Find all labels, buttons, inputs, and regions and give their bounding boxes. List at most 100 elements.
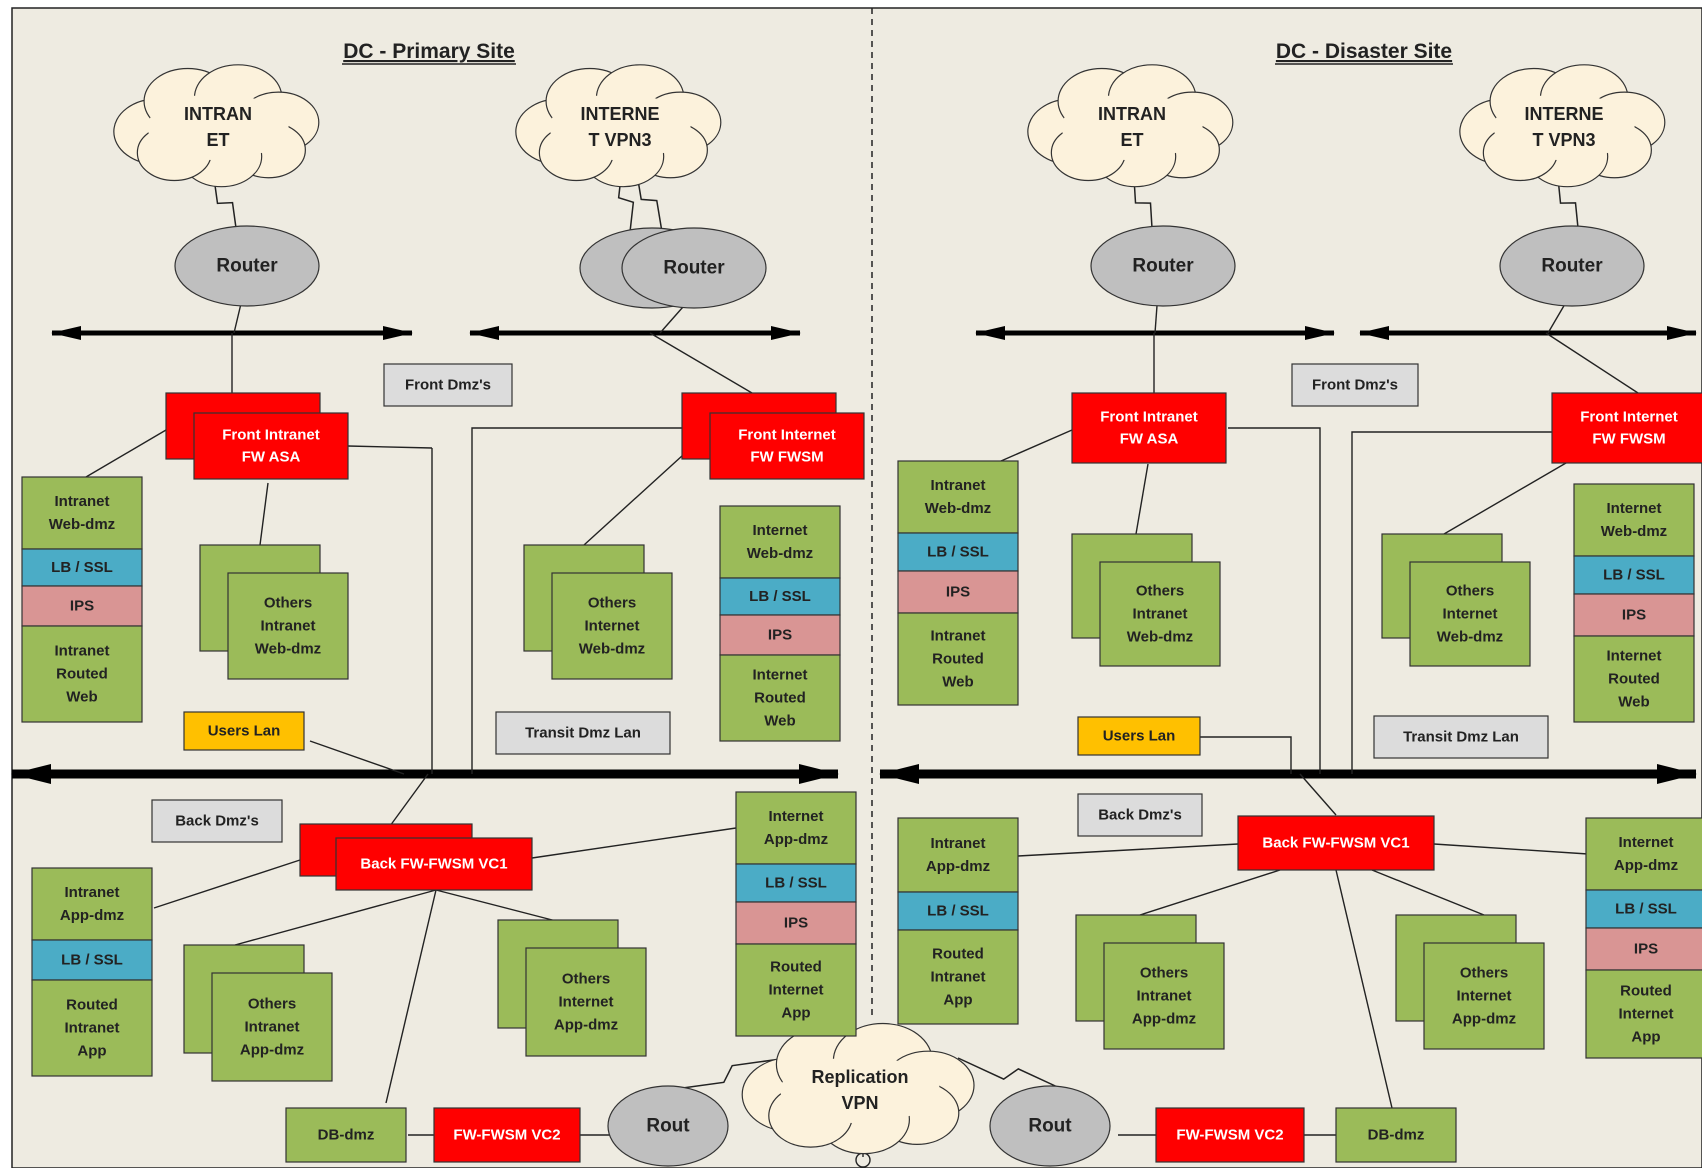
link-line <box>649 332 753 394</box>
block-db-dmz-primary-shape <box>285 1107 407 1163</box>
router-primary-internet: Router <box>621 227 767 309</box>
block-routed-internet-app-disaster-shape <box>1585 969 1702 1059</box>
node-text-line: Routed <box>932 651 984 668</box>
block-db-dmz-primary: DB-dmz <box>285 1107 407 1163</box>
label-transit-dmz-lan-disaster: Transit Dmz Lan <box>1373 715 1549 759</box>
node-text-line: Web-dmz <box>1437 629 1503 646</box>
node-text-line: Front Internet <box>738 427 836 444</box>
node-text-line: Rout <box>1028 1116 1072 1137</box>
node-text-line: App-dmz <box>240 1042 304 1059</box>
node-text-line: LB / SSL <box>1603 567 1665 584</box>
node-text-line: Internet <box>752 667 807 684</box>
node-text-line: Intranet <box>260 618 315 635</box>
node-text-line: Others <box>1140 965 1188 982</box>
block-lb-ssl-primary-inet-shape <box>719 577 841 616</box>
fw-front-internet-fwsm-primary: Front Internet FW FWSM <box>709 412 865 480</box>
link-line <box>153 859 301 909</box>
link-line <box>234 889 437 946</box>
cloud-intranet-primary-fill <box>147 93 289 161</box>
node-text-line: Rout <box>646 1116 690 1137</box>
link-line <box>259 482 269 546</box>
node-text-line: Internet <box>584 618 639 635</box>
block-lb-ssl-disaster-inet: LB / SSL <box>1573 555 1695 595</box>
block-ips-disaster-iapp-shape <box>1585 927 1702 971</box>
fw-front-intranet-asa-disaster-shape <box>1071 392 1227 464</box>
node-text-line: Web-dmz <box>747 545 813 562</box>
node-text-line: Web <box>942 674 973 691</box>
node-text-line: Router <box>663 258 725 279</box>
node-text-line: Routed <box>770 959 822 976</box>
node-text-line: Others <box>1460 965 1508 982</box>
block-others-intranet-web-disaster-shape <box>1099 561 1221 667</box>
link-line <box>531 827 737 859</box>
block-internet-routed-web-disaster-shape <box>1573 635 1695 723</box>
label-front-dmz-disaster: Front Dmz's <box>1291 363 1419 407</box>
node-text-line: LB / SSL <box>765 875 827 892</box>
node-text-line: Others <box>588 595 636 612</box>
block-lb-ssl-disaster-app: LB / SSL <box>897 891 1019 931</box>
node-text-line: Web-dmz <box>1601 523 1667 540</box>
label-transit-dmz-lan-primary-shape <box>495 711 671 755</box>
cloud-replication-vpn-fill <box>780 1056 940 1124</box>
block-internet-app-dmz-primary-shape <box>735 791 857 865</box>
block-routed-intranet-app-disaster-shape <box>897 929 1019 1025</box>
link-line <box>471 427 700 774</box>
node-text-line: Others <box>1136 583 1184 600</box>
bolt-replication-left <box>667 1057 789 1091</box>
cloud-internet-primary-fill <box>549 93 691 161</box>
node-text-line: IPS <box>784 915 808 932</box>
router-primary-internet-shape <box>621 227 767 309</box>
block-others-intranet-app-disaster-shape <box>1103 942 1225 1050</box>
block-lb-ssl-primary-iapp: LB / SSL <box>735 863 857 903</box>
node-text-line: Intranet <box>930 835 985 852</box>
block-ips-disaster-web: IPS <box>897 570 1019 614</box>
link-line <box>1335 869 1393 1109</box>
node-text-line: Intranet <box>1132 606 1187 623</box>
label-users-lan-primary-shape <box>183 711 305 751</box>
node-text-line: IPS <box>946 584 970 601</box>
fw-fwsm-vc2-primary-shape <box>433 1107 581 1163</box>
node-text-line: Internet <box>1618 834 1673 851</box>
node-text-line: Others <box>1446 583 1494 600</box>
node-text-line: Intranet <box>930 969 985 986</box>
node-text-line: FW FWSM <box>750 449 823 466</box>
block-internet-web-dmz-disaster-shape <box>1573 483 1695 557</box>
router-primary-replication-shape <box>607 1085 729 1167</box>
block-internet-web-dmz-primary-shape <box>719 505 841 579</box>
node-text-line: Internet <box>1606 648 1661 665</box>
router-disaster-intranet-shape <box>1090 225 1236 307</box>
node-text-line: App-dmz <box>926 858 990 875</box>
node-text-line: Replication <box>811 1067 908 1087</box>
block-intranet-web-dmz-disaster-shape <box>897 460 1019 534</box>
node-text-line: LB / SSL <box>61 952 123 969</box>
node-text-line: Intranet <box>244 1019 299 1036</box>
fw-back-fwsm-vc1-disaster-shape <box>1237 815 1435 871</box>
link-line <box>85 429 167 478</box>
node-text-line: Routed <box>754 690 806 707</box>
node-text-line: FW ASA <box>1120 431 1179 448</box>
block-lb-ssl-primary-app: LB / SSL <box>31 939 153 981</box>
block-lb-ssl-disaster-iapp-shape <box>1585 889 1702 929</box>
node-text-line: FW ASA <box>242 449 301 466</box>
node-text-line: Back FW-FWSM VC1 <box>360 856 507 873</box>
link-line <box>1228 427 1321 774</box>
link-line <box>1200 736 1292 774</box>
router-primary-intranet-shape <box>174 225 320 307</box>
block-ips-primary-iapp-shape <box>735 901 857 945</box>
block-db-dmz-disaster-shape <box>1335 1107 1457 1163</box>
